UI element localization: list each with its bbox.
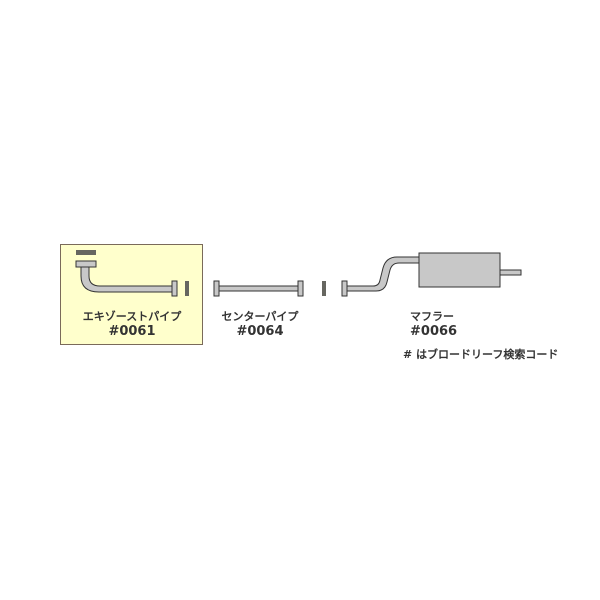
- part-name: センターパイプ: [221, 310, 299, 323]
- part-label-exhaust-pipe[interactable]: エキゾーストパイプ #0061: [68, 308, 196, 339]
- part-label-muffler[interactable]: マフラー #0066: [410, 308, 457, 339]
- center-pipe-icon[interactable]: [213, 280, 304, 297]
- part-code: #0064: [236, 324, 284, 339]
- gasket-icon: [185, 281, 189, 296]
- part-label-center-pipe[interactable]: センターパイプ #0064: [200, 308, 320, 339]
- exhaust-pipe-icon[interactable]: [75, 250, 178, 297]
- part-code: #0061: [108, 324, 156, 339]
- muffler-icon[interactable]: [341, 252, 522, 297]
- part-code: #0066: [410, 324, 458, 339]
- gasket-icon: [322, 281, 326, 296]
- part-name: マフラー: [410, 310, 454, 323]
- search-code-note: # はブロードリーフ検索コード: [403, 348, 559, 361]
- part-name: エキゾーストパイプ: [82, 310, 182, 323]
